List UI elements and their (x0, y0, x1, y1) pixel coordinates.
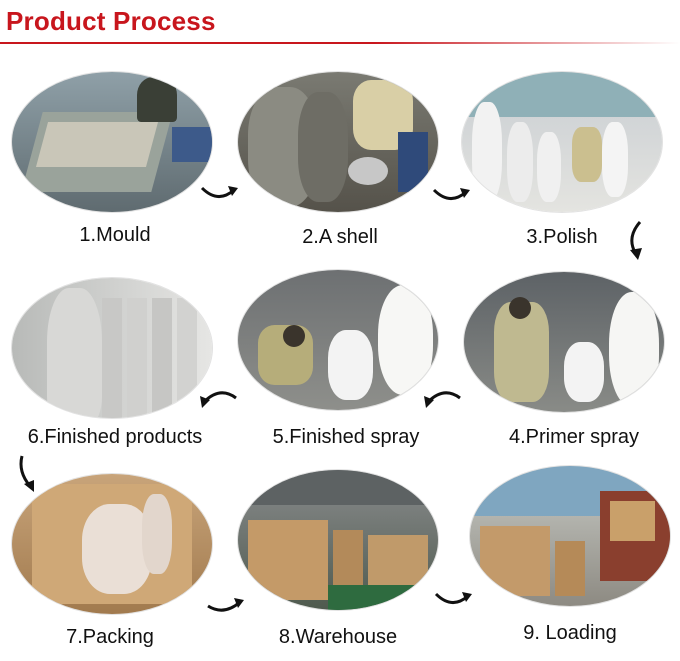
photo-finished-spray (238, 270, 438, 410)
title-underline (0, 42, 680, 44)
step-label-primer-spray: 4.Primer spray (508, 426, 640, 448)
curved-arrow-icon (434, 592, 472, 604)
photo-warehouse (238, 470, 438, 610)
curved-arrow-icon (200, 186, 238, 198)
page-title: Product Process (6, 6, 216, 36)
photo-polish (462, 72, 662, 212)
photo-primer-spray (464, 272, 664, 412)
photo-mould (12, 72, 212, 212)
photo-a-shell (238, 72, 438, 212)
step-label-a-shell: 2.A shell (302, 226, 378, 248)
curved-arrow-icon (200, 391, 237, 408)
curved-arrow-icon (19, 455, 34, 492)
curved-arrow-icon (432, 188, 470, 200)
step-label-finished-spray: 5.Finished spray (272, 426, 420, 448)
photo-packing (12, 474, 212, 614)
step-label-warehouse: 8.Warehouse (278, 626, 398, 648)
step-label-mould: 1.Mould (79, 224, 151, 246)
curved-arrow-icon (207, 598, 244, 612)
step-label-packing: 7.Packing (66, 626, 154, 648)
step-label-loading: 9. Loading (523, 622, 617, 644)
curved-arrow-icon (630, 221, 642, 260)
curved-arrow-icon (424, 391, 461, 408)
photo-finished-products (12, 278, 212, 418)
photo-loading (470, 466, 670, 606)
step-label-finished-products: 6.Finished products (27, 426, 203, 448)
step-label-polish: 3.Polish (526, 226, 598, 248)
